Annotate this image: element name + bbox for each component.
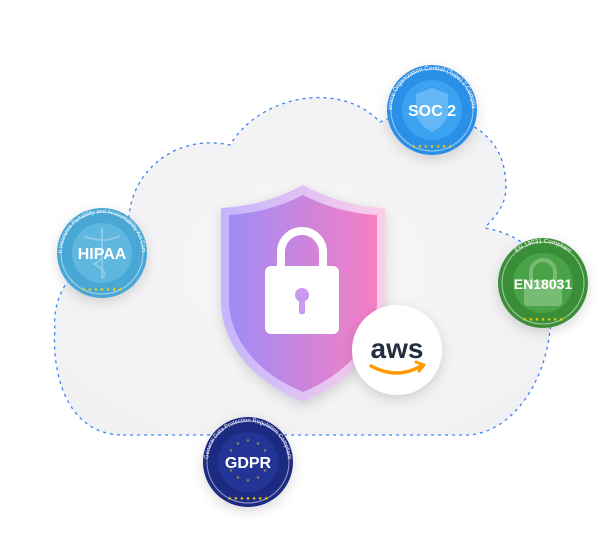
svg-text:★: ★ — [229, 468, 234, 474]
soc2-title: SOC 2 — [408, 103, 456, 120]
gdpr-title: GDPR — [225, 455, 272, 472]
eu-stars-icon: ★ ★ ★ ★ ★ ★ ★ ★ ★ ★ ★ ★ — [226, 438, 271, 484]
svg-text:★: ★ — [263, 448, 268, 454]
soc2-badge: SOC 2 Service Organization Control (Type… — [0, 0, 477, 155]
caduceus-icon — [83, 228, 121, 279]
hipaa-badge: HIPAA Health Insurance Portability and A… — [0, 0, 147, 298]
svg-text:Health Insurance Portability a: Health Insurance Portability and Account… — [0, 0, 146, 253]
padlock-icon — [265, 227, 339, 334]
svg-text:★: ★ — [266, 458, 271, 464]
svg-text:★: ★ — [263, 468, 268, 474]
gdpr-stars: ★ ★ ★ ★ ★ ★ ★ — [228, 496, 269, 502]
svg-text:★: ★ — [256, 441, 261, 447]
shield-watermark-icon — [416, 88, 448, 132]
svg-text:★: ★ — [246, 478, 251, 484]
aws-label: aws — [371, 333, 424, 364]
gdpr-badge: ★ ★ ★ ★ ★ ★ ★ ★ ★ ★ ★ ★ GDPR General Dat… — [203, 417, 293, 507]
en18031-stars: ★ ★ ★ ★ ★ ★ ★ — [523, 317, 564, 323]
hipaa-title: HIPAA — [78, 246, 127, 263]
en18031-title: EN18031 — [514, 276, 573, 292]
svg-text:★: ★ — [236, 441, 241, 447]
lock-watermark-icon — [524, 258, 562, 306]
aws-logo-icon: aws — [352, 305, 442, 395]
svg-text:★: ★ — [236, 475, 241, 481]
svg-text:★: ★ — [256, 475, 261, 481]
hipaa-stars: ★ ★ ★ ★ ★ ★ ★ — [82, 287, 123, 293]
svg-text:★: ★ — [246, 438, 251, 444]
en18031-badge: EN18031 EN 18031 Compliant ★ ★ ★ ★ ★ ★ ★ — [498, 238, 588, 328]
svg-text:★: ★ — [229, 448, 234, 454]
hipaa-ring-text: Health Insurance Portability and Account… — [0, 0, 146, 253]
soc2-stars: ★ ★ ★ ★ ★ ★ ★ — [412, 144, 453, 150]
svg-text:★: ★ — [226, 458, 231, 464]
